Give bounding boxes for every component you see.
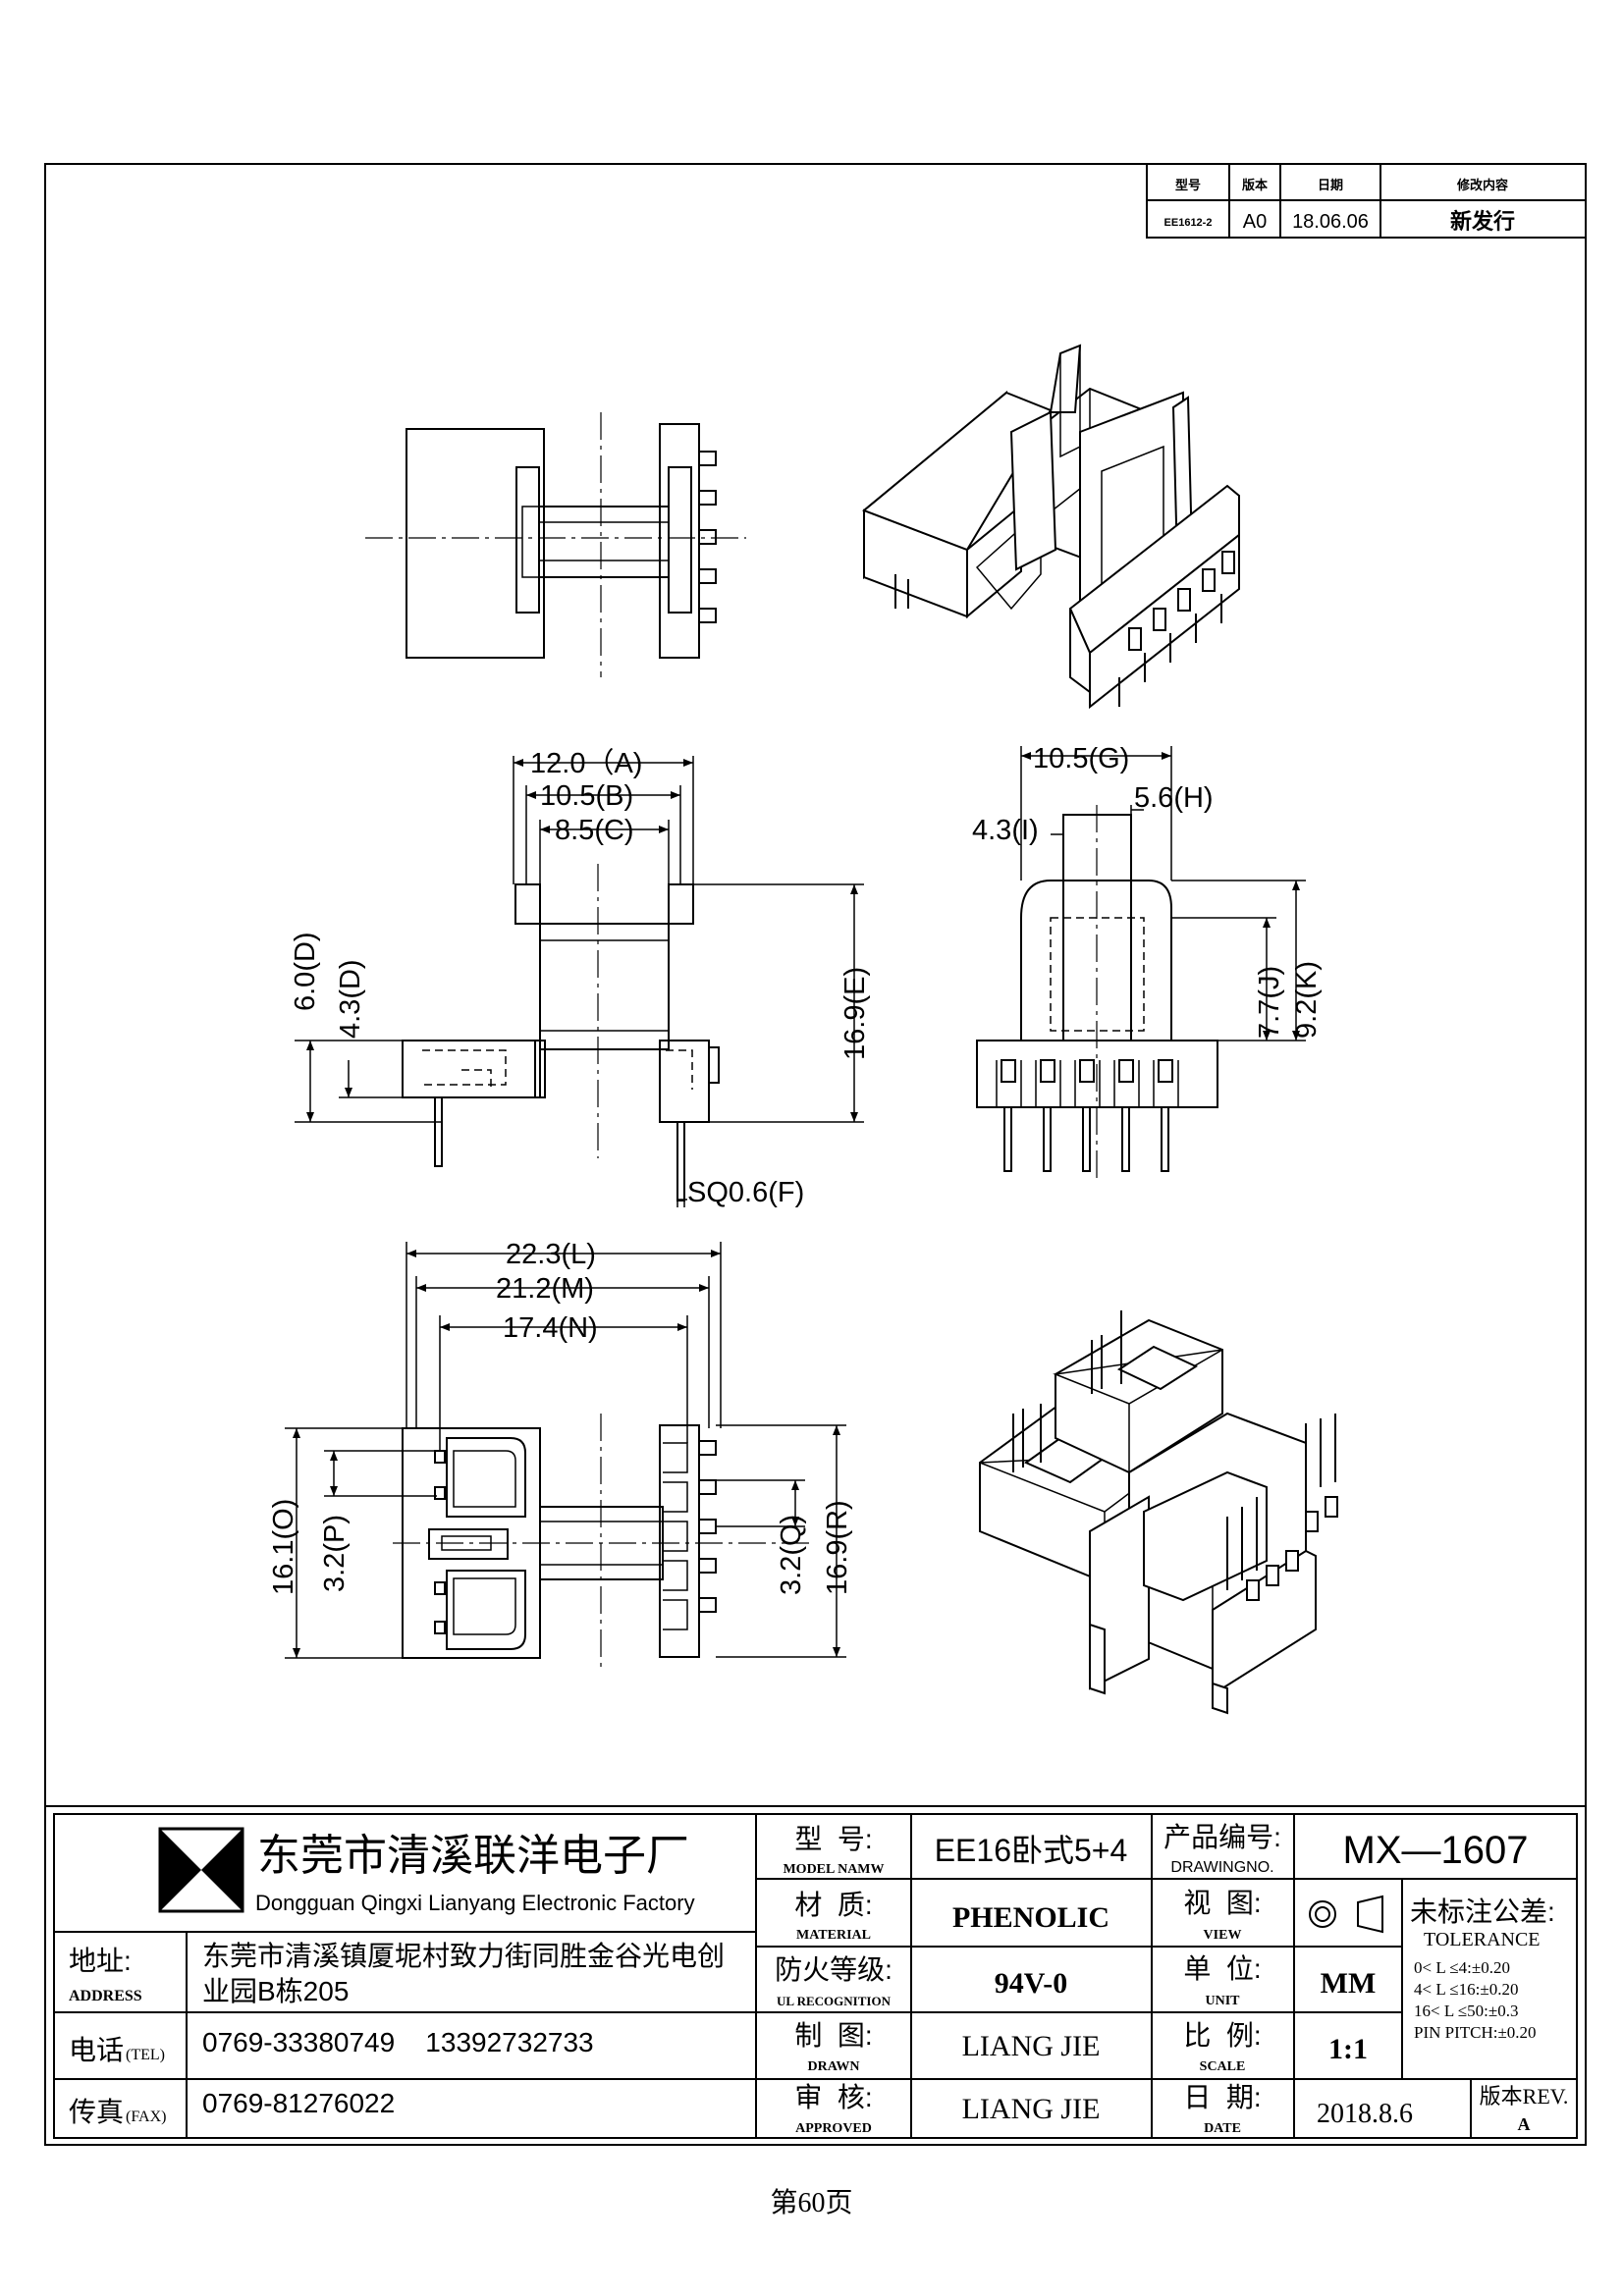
address-line-2: 业园B栋205 [202,1976,349,2006]
ul-label-cn: 防火等级: [775,1954,893,1985]
revision-table: 型号 版本 日期 修改内容 EE1612-2 A0 18.06.06 新发行 [1146,163,1587,239]
fax-label-cn: 传真 [69,2097,124,2127]
tel-label-en: (TEL) [126,2047,165,2063]
rev-cell-date: 18.06.06 [1292,211,1369,233]
address-label-en: ADDRESS [69,1988,142,2004]
tolerance-line-4: PIN PITCH:±0.20 [1414,2023,1537,2042]
material-value: PHENOLIC [952,1901,1109,1934]
dim-b: 10.5(B) [540,780,633,812]
scale-value: 1:1 [1328,2033,1368,2065]
drawingno-value: MX—1607 [1343,1829,1529,1872]
dim-l: 22.3(L) [506,1239,596,1270]
scale-label-cn: 比 例: [1183,2020,1261,2051]
approved-label-cn: 审 核: [794,2082,872,2112]
dim-m: 21.2(M) [496,1273,594,1305]
view-label-en: VIEW [1204,1928,1242,1943]
material-label-cn: 材 质: [794,1890,872,1920]
approved-value: LIANG JIE [962,2093,1101,2125]
material-label-en: MATERIAL [796,1928,871,1943]
isometric-view-2 [979,1310,1338,1715]
model-label-en: MODEL NAMW [783,1862,884,1877]
dim-n: 17.4(N) [503,1312,598,1344]
tolerance-title-en: TOLERANCE [1424,1929,1541,1950]
dim-i: 4.3(I) [972,815,1039,846]
scale-label-en: SCALE [1200,2059,1246,2074]
dim-d2: 4.3(D) [335,959,366,1039]
company-name-en: Dongguan Qingxi Lianyang Electronic Fact… [255,1891,695,1915]
top-view [365,412,746,677]
tolerance-line-2: 4< L ≤16:±0.20 [1414,1980,1518,1999]
model-label-cn: 型 号: [794,1824,872,1854]
date-label-cn: 日 期: [1183,2082,1261,2112]
dim-o: 16.1(O) [268,1499,299,1595]
side-view: 10.5(G) 5.6(H) 4.3(I) 7.7(J) 9.2(K) [972,743,1323,1178]
drawn-value: LIANG JIE [962,2030,1101,2062]
rev-header-version: 版本 [1242,178,1268,192]
drawn-label-en: DRAWN [808,2059,860,2074]
rev-cell-version: A0 [1243,211,1267,233]
rev-value: A [1518,2114,1531,2134]
tel-label-cn: 电话 [69,2035,124,2065]
dim-j: 7.7(J) [1254,966,1285,1039]
ul-label-en: UL RECOGNITION [777,1994,892,2008]
tolerance-line-1: 0< L ≤4:±0.20 [1414,1958,1510,1977]
fax-label-en: (FAX) [126,2109,166,2125]
model-value: EE16卧式5+4 [935,1833,1128,1868]
dim-e: 16.9(E) [839,967,871,1060]
dim-a: 12.0（A) [530,748,642,779]
address-label-cn: 地址: [69,1946,132,1976]
projection-symbol-icon [1309,1895,1383,1934]
bottom-view: 22.3(L) 21.2(M) 17.4(N) 16.1(O) 3.2(P) 3… [268,1239,853,1669]
unit-value: MM [1321,1967,1377,2000]
unit-label-en: UNIT [1205,1994,1240,2008]
approved-label-en: APPROVED [795,2121,872,2136]
dim-d1: 6.0(D) [290,932,321,1011]
dim-f: SQ0.6(F) [687,1177,804,1208]
isometric-view-1 [862,344,1240,710]
drawingno-label-cn: 产品编号: [1163,1822,1281,1852]
dim-c: 8.5(C) [555,815,634,846]
tolerance-line-3: 16< L ≤50:±0.3 [1414,2002,1518,2020]
company-logo [158,1827,244,1913]
rev-header-model: 型号 [1175,178,1201,192]
rev-cell-model: EE1612-2 [1164,217,1213,229]
tel-value: 0769-33380749 13392732733 [202,2027,594,2057]
front-view: 12.0（A) 10.5(B) 8.5(C) 6.0(D) 4.3(D) 16.… [290,748,871,1208]
tolerance-title-cn: 未标注公差: [1410,1896,1555,1927]
address-line-1: 东莞市清溪镇厦坭村致力街同胜金谷光电创 [202,1941,725,1971]
fax-value: 0769-81276022 [202,2088,395,2118]
rev-header-content: 修改内容 [1456,178,1508,192]
date-label-en: DATE [1204,2121,1241,2136]
ul-value: 94V-0 [995,1967,1067,2000]
page-number: 第60页 [770,2188,853,2218]
dim-h: 5.6(H) [1134,782,1214,814]
rev-cell-content: 新发行 [1450,209,1515,234]
drawn-label-cn: 制 图: [794,2020,872,2051]
dim-g: 10.5(G) [1033,743,1129,774]
date-value: 2018.8.6 [1317,2099,1413,2129]
view-label-cn: 视 图: [1183,1888,1261,1918]
dim-r: 16.9(R) [822,1500,853,1595]
title-block: 东莞市清溪联洋电子厂 Dongguan Qingxi Lianyang Elec… [44,1805,1587,2146]
company-name-cn: 东莞市清溪联洋电子厂 [257,1832,689,1880]
rev-header-date: 日期 [1318,178,1343,192]
dim-q: 3.2(Q) [776,1515,807,1595]
dim-p: 3.2(P) [319,1515,351,1592]
drawingno-label-en: DRAWINGNO. [1170,1859,1273,1876]
dim-k: 9.2(K) [1291,961,1323,1039]
unit-label-cn: 单 位: [1183,1953,1261,1984]
rev-label: 版本REV. [1480,2084,1569,2109]
